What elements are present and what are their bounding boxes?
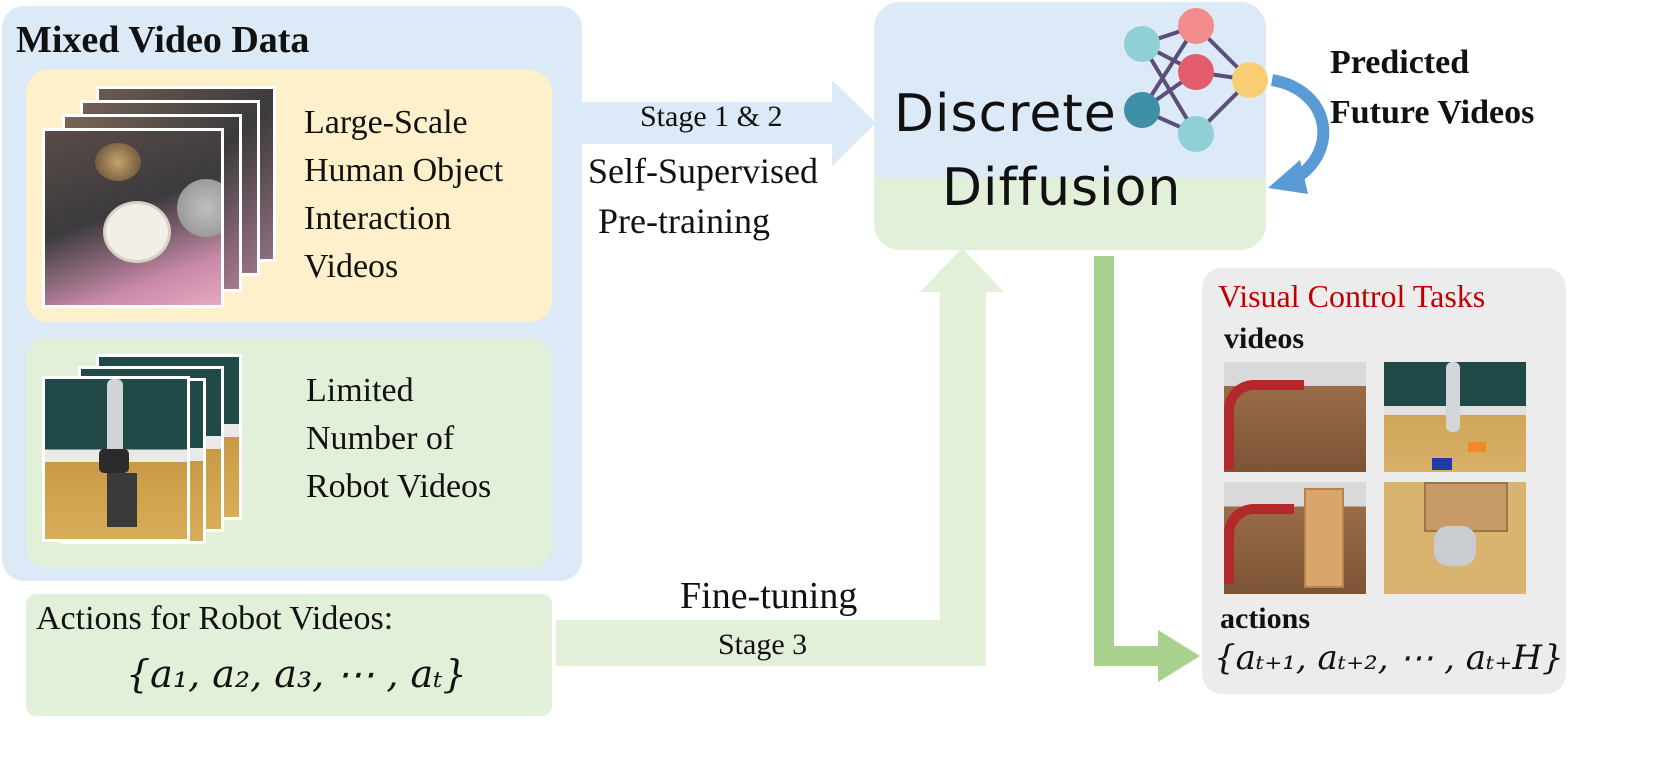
robot-arm-red xyxy=(1224,504,1294,584)
predicted-label-2: Future Videos xyxy=(1330,94,1535,131)
robot-arm-white xyxy=(1446,362,1460,432)
task-video-1 xyxy=(1224,362,1366,472)
robot-arm-red xyxy=(1224,380,1304,470)
stage3-label: Stage 3 xyxy=(718,628,808,661)
task-video-2 xyxy=(1384,362,1526,472)
finetune-arrow xyxy=(556,248,1004,666)
stage12-label: Stage 1 & 2 xyxy=(640,100,783,133)
actions-panel xyxy=(26,594,552,716)
diffusion-line1: Discrete xyxy=(894,84,1117,144)
robot-videos-text-2: Number of xyxy=(306,420,455,457)
diffusion-line2: Diffusion xyxy=(942,158,1182,218)
robot-arm-joint xyxy=(99,449,129,473)
human-videos-text-1: Large-Scale xyxy=(304,104,468,141)
robot-video-frame-1 xyxy=(42,376,190,542)
predicted-curve-arrow xyxy=(1270,74,1330,184)
box-lid xyxy=(1424,482,1508,532)
bowl-shape xyxy=(95,143,141,181)
tasks-actions-formula: {aₜ₊₁, aₜ₊₂, ⋯ , aₜ₊H} xyxy=(1214,638,1564,678)
robot-arm-shape xyxy=(107,379,123,459)
node-icon xyxy=(1124,26,1160,62)
predicted-arrow-head xyxy=(1268,160,1308,194)
human-videos-text-4: Videos xyxy=(304,248,399,285)
task-video-3 xyxy=(1224,482,1366,594)
robot-gripper xyxy=(107,473,137,527)
visual-control-tasks-panel xyxy=(1202,268,1566,694)
human-video-frame-1 xyxy=(42,128,224,308)
blue-block xyxy=(1432,458,1452,470)
node-icon xyxy=(1124,92,1160,128)
actions-panel-label: Actions for Robot Videos: xyxy=(36,600,394,637)
plate-shape xyxy=(177,179,221,237)
robot-arm-white xyxy=(1434,526,1476,566)
selfsup-label-2: Pre-training xyxy=(598,201,770,241)
orange-block xyxy=(1468,442,1486,452)
mixed-video-data-title: Mixed Video Data xyxy=(16,19,310,61)
stage12-arrow xyxy=(582,80,876,166)
visual-control-tasks-title: Visual Control Tasks xyxy=(1218,278,1486,314)
predicted-label-1: Predicted xyxy=(1330,44,1470,81)
robot-videos-text-3: Robot Videos xyxy=(306,468,492,505)
task-video-4 xyxy=(1384,482,1526,594)
human-videos-text-2: Human Object xyxy=(304,152,504,189)
node-icon xyxy=(1232,62,1268,98)
videos-label: videos xyxy=(1224,322,1305,355)
node-icon xyxy=(1178,8,1214,44)
node-icon xyxy=(1178,116,1214,152)
actions-label: actions xyxy=(1220,602,1310,635)
selfsup-label-1: Self-Supervised xyxy=(588,151,818,191)
cup-shape xyxy=(103,201,171,263)
node-icon xyxy=(1178,54,1214,90)
finetune-label: Fine-tuning xyxy=(680,575,858,617)
human-videos-text-3: Interaction xyxy=(304,200,452,237)
actions-formula: {a₁, a₂, a₃, ⋯ , aₜ} xyxy=(126,652,467,696)
wooden-block-stack xyxy=(1304,488,1344,588)
output-arrow xyxy=(1094,256,1200,682)
robot-videos-text-1: Limited xyxy=(306,372,414,409)
